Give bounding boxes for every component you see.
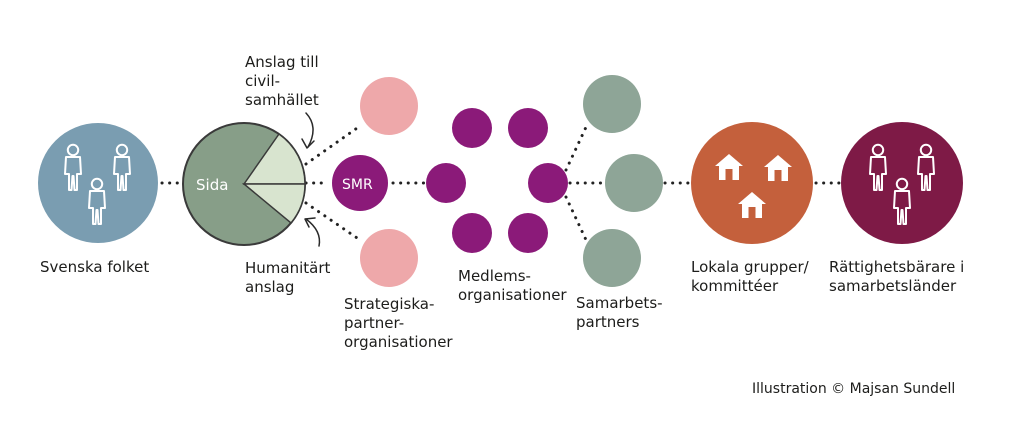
arrows: [301, 112, 321, 247]
smr-node: SMR: [332, 155, 388, 211]
medlem-circle: [426, 163, 466, 203]
strategisk-partner-bottom-circle: [360, 229, 418, 287]
label-strategiska: Strategiska- partner- organisationer: [344, 295, 453, 351]
samarbets-circle-bottom: [583, 229, 641, 287]
medlemsorganisationer-cluster: [426, 108, 568, 253]
label-medlems: Medlems- organisationer: [458, 267, 567, 304]
label-samarbets: Samarbets- partners: [576, 294, 663, 331]
label-rattighet: Rättighetsbärare i samarbetsländer: [829, 258, 965, 295]
arrow-humanitart-head: [304, 217, 316, 228]
smr-circle: [332, 155, 388, 211]
lokala-grupper-node: [691, 122, 813, 244]
medlem-circle: [452, 213, 492, 253]
label-svenska-folket: Svenska folket: [40, 258, 150, 276]
connector-sida-pink-bottom: [304, 201, 362, 242]
samarbetspartners-group: [583, 75, 663, 287]
svenska-folket-circle: [38, 123, 158, 243]
samarbets-circle-mid: [605, 154, 663, 212]
sida-slice-humanitart: [241, 183, 306, 225]
strategisk-partner-top-circle: [360, 77, 418, 135]
connector-medlem-samarbets-top: [564, 123, 589, 172]
connector-medlem-samarbets-bottom: [564, 195, 589, 244]
label-lokala: Lokala grupper/ kommittéer: [691, 258, 809, 295]
smr-label: SMR: [342, 177, 373, 193]
sida-slice-civil: [242, 132, 306, 185]
arrow-civil-icon: [305, 112, 314, 148]
medlem-circle: [452, 108, 492, 148]
sida-label: Sida: [196, 176, 228, 194]
medlem-circle: [508, 108, 548, 148]
label-anslag-civil: Anslag till civil- samhället: [245, 53, 319, 109]
lokala-grupper-circle: [691, 122, 813, 244]
sida-node: Sida: [182, 122, 306, 246]
label-humanitart: Humanitärt anslag: [245, 259, 331, 296]
svenska-folket-node: [38, 123, 158, 243]
connectors: [160, 123, 842, 244]
medlem-circle: [508, 213, 548, 253]
arrow-humanitart-icon: [305, 218, 321, 247]
illustration-credit: Illustration © Majsan Sundell: [752, 381, 956, 397]
arrow-civil-head: [301, 138, 315, 149]
samarbets-circle-top: [583, 75, 641, 133]
rattighetsbarare-circle: [841, 122, 963, 244]
rattighetsbarare-node: [841, 122, 963, 244]
medlem-circle: [528, 163, 568, 203]
